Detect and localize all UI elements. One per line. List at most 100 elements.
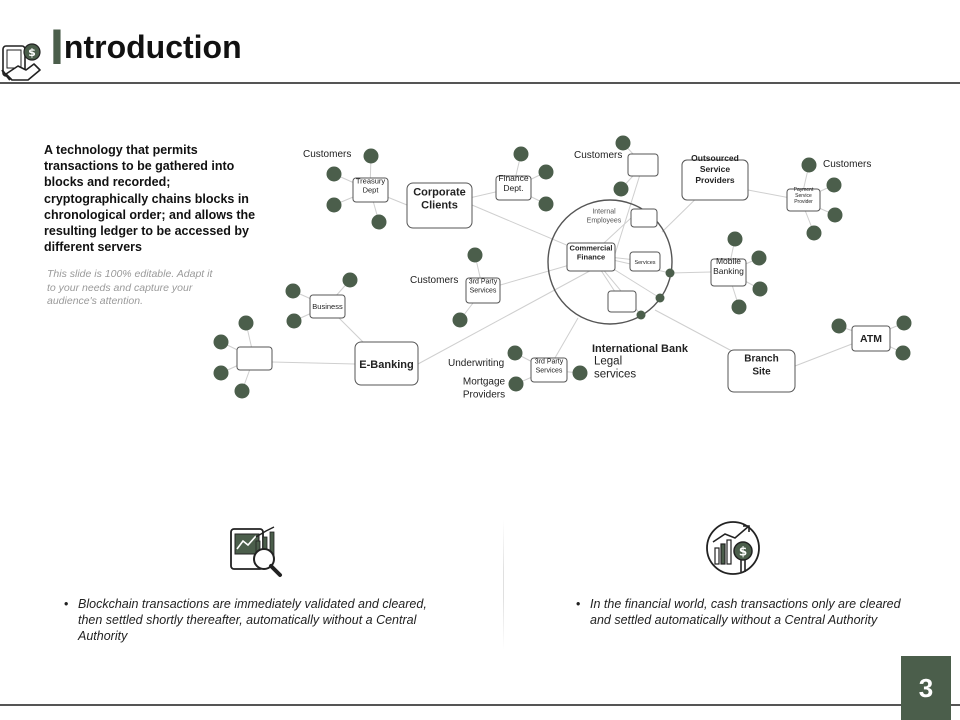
intro-description: A technology that permits transactions t…	[44, 143, 256, 255]
title-rest: ntroduction	[63, 29, 242, 65]
bullet-blockchain-text: Blockchain transactions are immediately …	[78, 597, 427, 643]
label-atm: ATM	[860, 333, 882, 345]
customer-dot	[615, 135, 631, 151]
customer-dot	[538, 164, 554, 180]
label-customers-4: Customers	[410, 275, 458, 286]
label-international-bank: International Bank	[592, 343, 689, 355]
node-3rd-party-services-bottom	[530, 357, 568, 383]
customer-dot	[801, 157, 817, 173]
customer-dot	[538, 196, 554, 212]
bullet-dot: •	[576, 597, 581, 611]
customer-dot	[731, 299, 747, 315]
svg-text:$: $	[28, 46, 36, 59]
label-customers-1: Customers	[303, 149, 351, 160]
bullet-blockchain: • Blockchain transactions are immediatel…	[64, 596, 444, 644]
page-title: Introduction	[50, 22, 242, 72]
node-boxes	[236, 153, 891, 393]
customer-dot	[806, 225, 822, 241]
label-business: Business	[312, 302, 343, 311]
connector-lines	[220, 142, 905, 392]
hand-dollar-icon: $	[1, 43, 41, 81]
customer-dot	[752, 281, 768, 297]
node-finance-dept	[495, 175, 532, 201]
customer-dot	[371, 214, 387, 230]
node-business	[309, 294, 346, 319]
node-services	[629, 251, 661, 272]
node-blank-inner	[607, 290, 637, 313]
customer-dot	[326, 197, 342, 213]
customer-dot	[238, 315, 254, 331]
bottom-divider	[503, 520, 504, 650]
customer-dot	[467, 247, 483, 263]
slide-header: $ Introduction	[0, 0, 960, 84]
customer-dot	[572, 365, 588, 381]
customer-dot	[751, 250, 767, 266]
node-branch-site	[727, 349, 796, 393]
node-3rd-party-services-top	[465, 277, 501, 304]
page-number: 3	[901, 656, 951, 720]
customer-dot	[895, 345, 911, 361]
node-corporate-clients	[406, 182, 473, 229]
label-underwriting: Underwriting	[448, 358, 504, 369]
customer-dot	[234, 383, 250, 399]
customer-dot	[508, 376, 524, 392]
customer-dot	[513, 146, 529, 162]
editable-note: This slide is 100% editable. Adapt it to…	[47, 268, 213, 307]
customer-dot	[213, 365, 229, 381]
node-e-banking	[354, 341, 419, 386]
customer-dot	[285, 283, 301, 299]
label-e-banking: E-Banking	[359, 359, 413, 371]
node-commercial-finance	[566, 242, 616, 272]
node-payment-service-provider	[786, 188, 821, 212]
customer-dot	[636, 310, 646, 320]
label-services: Services	[634, 260, 655, 266]
header-rule	[0, 82, 960, 84]
customer-dot	[507, 345, 523, 361]
node-treasury-dept	[352, 177, 389, 203]
customer-dot	[665, 268, 675, 278]
svg-text:$: $	[739, 545, 747, 559]
customer-dot	[655, 293, 665, 303]
customer-dot	[727, 231, 743, 247]
label-customers-2: Customers	[574, 150, 622, 161]
customer-dot	[827, 207, 843, 223]
international-bank-circle	[547, 199, 673, 325]
customer-dots	[213, 135, 912, 399]
customer-dot	[342, 272, 358, 288]
footer-rule	[0, 704, 960, 706]
bullet-financial-world: • In the financial world, cash transacti…	[576, 596, 924, 628]
customer-dot	[896, 315, 912, 331]
customer-dot	[363, 148, 379, 164]
analytics-magnifier-icon	[230, 526, 282, 577]
label-customers-3: Customers	[823, 159, 871, 170]
title-first-letter: I	[50, 19, 64, 75]
customer-dot	[831, 318, 847, 334]
customer-dot	[326, 166, 342, 182]
customer-dot	[826, 177, 842, 193]
node-outsourced-service-providers	[681, 159, 749, 201]
customer-dot	[213, 334, 229, 350]
node-mobile-banking	[710, 258, 747, 287]
customer-dot	[286, 313, 302, 329]
node-blank-top	[627, 153, 659, 177]
bullet-financial-world-text: In the financial world, cash transaction…	[590, 597, 901, 627]
node-blank-left	[236, 346, 273, 371]
bullet-dot: •	[64, 597, 69, 611]
financial-growth-dollar-icon: $	[706, 521, 760, 575]
node-internal-employees	[630, 208, 658, 228]
node-atm	[851, 325, 891, 352]
customer-dot	[613, 181, 629, 197]
